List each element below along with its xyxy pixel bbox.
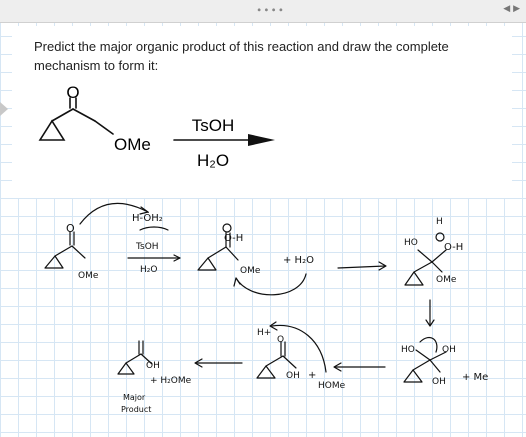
hw-plus-water: + H₂O [283, 255, 314, 266]
hw-home: HOMe [318, 381, 346, 391]
question-card: Predict the major organic product of thi… [12, 26, 512, 198]
hw-plus-me: + Me [462, 372, 488, 383]
hw-ho-4: HO [401, 345, 415, 355]
side-panel-toggle-icon[interactable] [0, 102, 8, 116]
scroll-arrows-icon[interactable]: ◀ ▶ [503, 4, 520, 14]
hw-oxygen-1: O [66, 222, 75, 235]
hw-protonated-oh: O-H [224, 233, 243, 244]
hw-ome-3: OMe [436, 275, 457, 285]
hw-h-top: H [436, 217, 443, 227]
hw-product: Product [121, 405, 151, 414]
hw-plus-h2ome: + H₂OMe [150, 376, 192, 386]
carbonyl-oxygen: O [66, 83, 79, 102]
hw-hplus: H+ [257, 328, 271, 338]
hw-major: Major [123, 393, 146, 402]
hw-o-5: O [277, 335, 284, 345]
cyclopropyl-ring [38, 119, 66, 141]
hw-ho-3: HO [404, 238, 418, 248]
hw-ome-1: OMe [78, 271, 99, 281]
methoxy-label: OMe [114, 135, 151, 154]
reagent-label: TsOH [192, 116, 235, 135]
hw-h2o-1: H₂O [140, 265, 157, 275]
hw-h3o: H-ÖH₂ [132, 211, 163, 224]
hw-plus-5: + [308, 370, 316, 381]
reaction-scheme: O OMe TsOH H₂O [38, 83, 275, 170]
hw-oh-4b: OH [432, 377, 446, 387]
window-top-bar: ∙∙∙∙ ◀ ▶ [0, 0, 526, 23]
hw-oh-3: O-H [444, 242, 463, 253]
solvent-label: H₂O [197, 151, 229, 170]
hw-oh-4: OH [442, 345, 456, 355]
hw-oh-5: OH [286, 371, 300, 381]
reaction-arrowhead [248, 134, 275, 146]
hw-oh-product: OH [146, 361, 160, 371]
question-prompt: Predict the major organic product of thi… [34, 39, 449, 73]
hw-tsoh: TsOH [135, 242, 159, 252]
hw-ome-2: OMe [240, 266, 261, 276]
drag-handle-icon[interactable]: ∙∙∙∙ [256, 5, 286, 16]
